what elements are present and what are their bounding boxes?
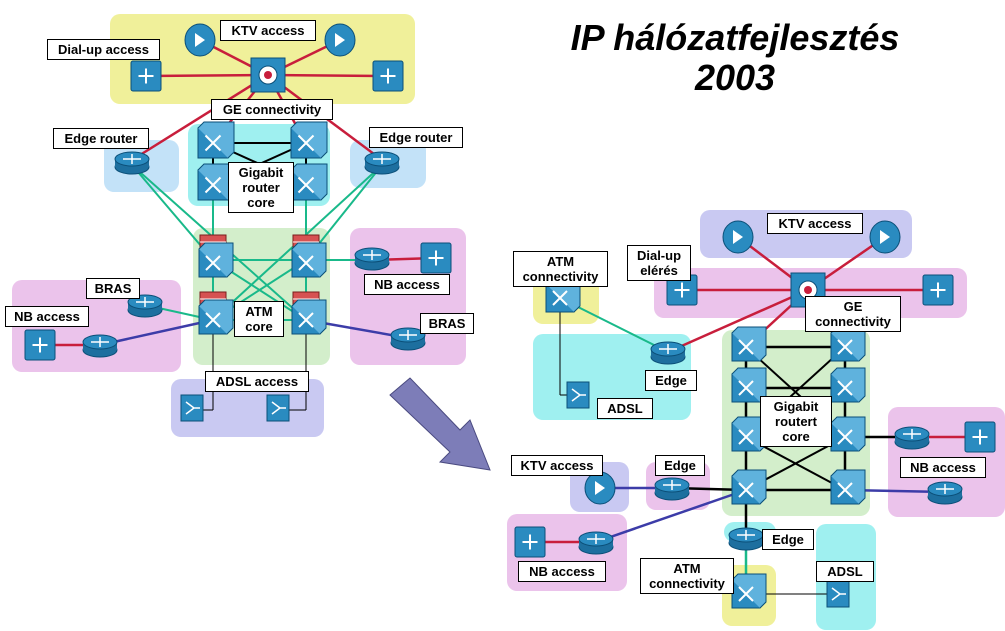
label-edge-bottom: Edge	[762, 529, 814, 550]
ktv-cable-icon-left-2	[584, 471, 616, 505]
r-core-switch-icon-2	[830, 326, 866, 362]
nb-access-icon-bottom	[514, 526, 546, 558]
ktv-cable-icon-top-2	[869, 220, 901, 254]
label-gigabit-router-core: Gigabit router core	[228, 162, 294, 213]
atm-switch-icon-2	[291, 242, 327, 278]
atm-switch-icon-4	[291, 299, 327, 335]
ktv-cable-icon-top-1	[722, 220, 754, 254]
core-switch-icon-1	[197, 121, 235, 159]
edge-router-icon-right	[364, 151, 400, 175]
region-adsl-access-left	[171, 379, 324, 437]
label-adsl-bottom: ADSL	[816, 561, 874, 582]
label-nb-access-right: NB access	[364, 274, 450, 295]
dialup-access-icon-left	[130, 60, 162, 92]
label-ge-connectivity: GE connectivity	[211, 99, 333, 120]
nb-router-icon-bottom	[578, 531, 614, 555]
bras-router-icon-right-2	[927, 481, 963, 505]
devices	[24, 23, 996, 609]
bras-router-icon-right	[390, 327, 426, 351]
label-atm-connectivity-bottom: ATM connectivity	[640, 558, 734, 594]
label-ktv-access: KTV access	[220, 20, 316, 41]
link-dialup-left	[145, 73, 269, 78]
label-dialup-access: Dial-up access	[47, 39, 160, 60]
link-r-nb-left-core	[595, 488, 747, 544]
nb-router-icon-right	[354, 247, 390, 271]
r-core-switch-icon-5	[731, 416, 767, 452]
r-core-switch-icon-3	[731, 367, 767, 403]
edge-router-icon-top	[650, 341, 686, 365]
dialup-icon-right-2	[922, 274, 954, 306]
edge-router-icon-left-2	[654, 477, 690, 501]
label-nb-access-left: NB access	[5, 306, 89, 327]
atm-switch-icon-3	[198, 299, 234, 335]
edge-router-icon-bottom	[728, 527, 764, 551]
central-switch-icon-left	[250, 57, 286, 93]
dialup-access-icon-right	[372, 60, 404, 92]
label-bras-left: BRAS	[86, 278, 140, 299]
label-nb-access-left-2: NB access	[518, 561, 606, 582]
label-ktv-access-top: KTV access	[767, 213, 863, 234]
nb-access-icon-right	[420, 242, 452, 274]
atm-switch-icon-bottom	[731, 573, 767, 609]
ktv-cable-icon-right	[324, 23, 356, 57]
ktv-cable-icon-left	[184, 23, 216, 57]
label-nb-access-right-2: NB access	[900, 457, 986, 478]
r-core-switch-icon-4	[830, 367, 866, 403]
label-edge-top: Edge	[645, 370, 697, 391]
label-edge-router-right: Edge router	[369, 127, 463, 148]
core-switch-icon-3	[197, 163, 235, 201]
adsl-dslam-icon-top	[566, 381, 590, 409]
atm-switch-icon-1	[198, 242, 234, 278]
label-edge-left: Edge	[655, 455, 705, 476]
link-nb-left-atm	[99, 318, 214, 347]
label-edge-router-left: Edge router	[53, 128, 149, 149]
nb-router-icon-left	[82, 334, 118, 358]
title-line-1: IP hálózatfejlesztés	[570, 17, 900, 58]
adsl-dslam-icon-left-1	[180, 394, 204, 422]
label-adsl-access: ADSL access	[205, 371, 309, 392]
link-edge-router-left	[131, 73, 269, 162]
edge-router-icon-left	[114, 151, 150, 175]
nb-access-icon-right-2	[964, 421, 996, 453]
label-dialup-eleres: Dial-up elérés	[627, 245, 691, 281]
label-atm-connectivity-top: ATM connectivity	[513, 251, 608, 287]
nb-router-icon-right-2	[894, 426, 930, 450]
link-r-edge-top	[667, 288, 809, 354]
transition-arrow-icon	[389, 377, 491, 471]
label-adsl-top: ADSL	[597, 398, 653, 419]
r-core-switch-icon-8	[830, 469, 866, 505]
r-core-switch-icon-6	[830, 416, 866, 452]
label-ge-connectivity-right: GE connectivity	[805, 296, 901, 332]
core-switch-icon-2	[290, 121, 328, 159]
nb-access-icon-left	[24, 329, 56, 361]
adsl-dslam-icon-bottom	[826, 580, 850, 608]
label-ktv-access-left: KTV access	[511, 455, 603, 476]
link-dialup-right	[267, 73, 389, 78]
label-gigabit-routert-core: Gigabit routert core	[760, 396, 832, 447]
adsl-dslam-icon-left-2	[266, 394, 290, 422]
r-core-switch-icon-1	[731, 326, 767, 362]
r-core-switch-icon-7	[731, 469, 767, 505]
label-bras-right: BRAS	[420, 313, 474, 334]
label-atm-core: ATM core	[234, 301, 284, 337]
core-switch-icon-4	[290, 163, 328, 201]
title-line-2: 2003	[694, 57, 776, 98]
